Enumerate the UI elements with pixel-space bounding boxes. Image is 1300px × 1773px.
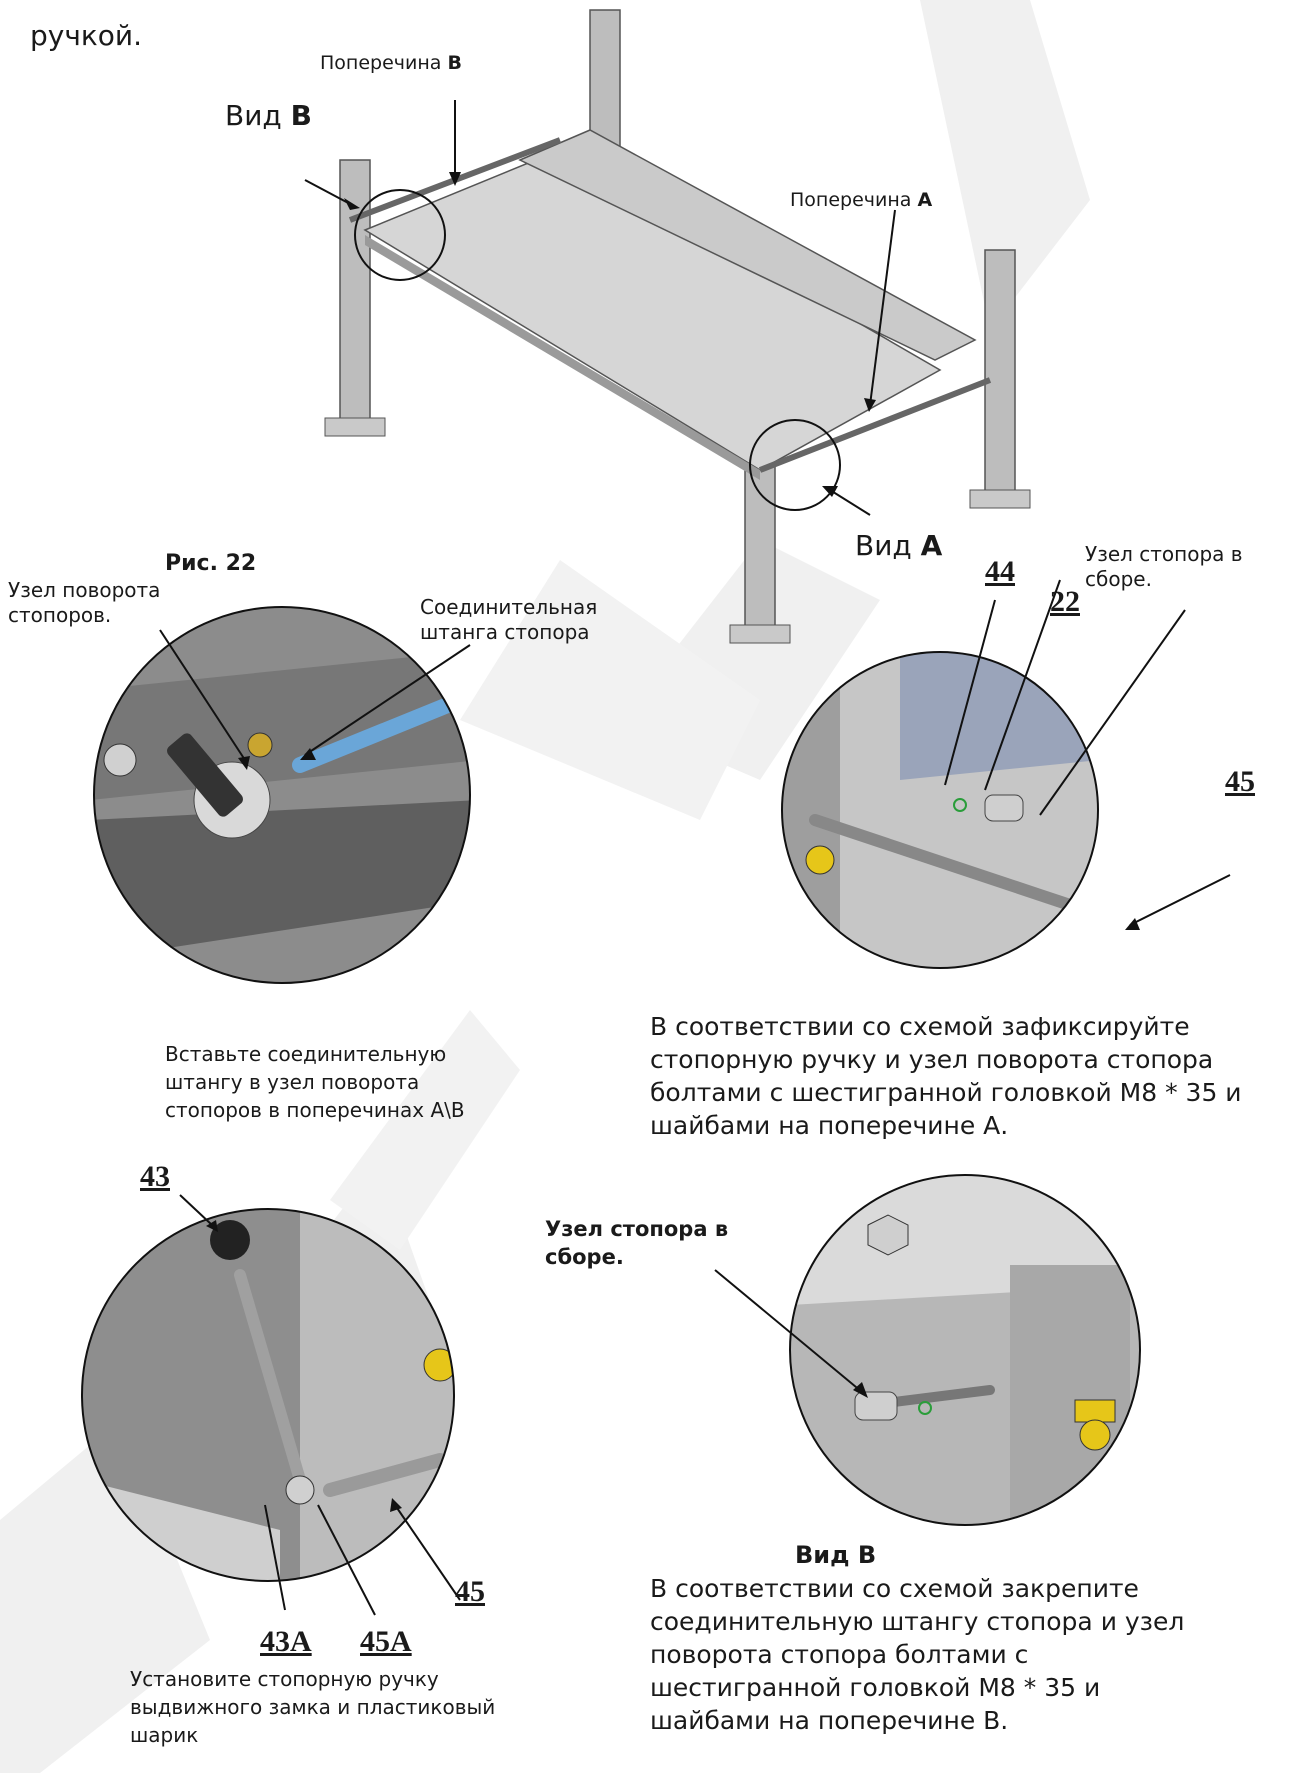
part-number-43a: 43A <box>260 1625 312 1658</box>
caption-view-b: Вид B <box>795 1541 877 1569</box>
label-crossbar-a: Поперечина A <box>790 189 933 211</box>
label-crossbar-b: Поперечина B <box>320 52 462 74</box>
part-number-45-bottom: 45 <box>455 1575 485 1608</box>
figure-number: Рис. 22 <box>165 551 257 576</box>
part-number-45a: 45A <box>360 1625 412 1658</box>
part-number-22: 22 <box>1050 585 1080 618</box>
part-number-43: 43 <box>140 1160 170 1193</box>
part-number-44: 44 <box>985 555 1015 588</box>
label-view-a: Вид A <box>855 529 943 562</box>
label-view-b: Вид B <box>225 99 313 132</box>
part-number-45-top: 45 <box>1225 765 1255 798</box>
top-text: ручкой. <box>30 19 143 52</box>
